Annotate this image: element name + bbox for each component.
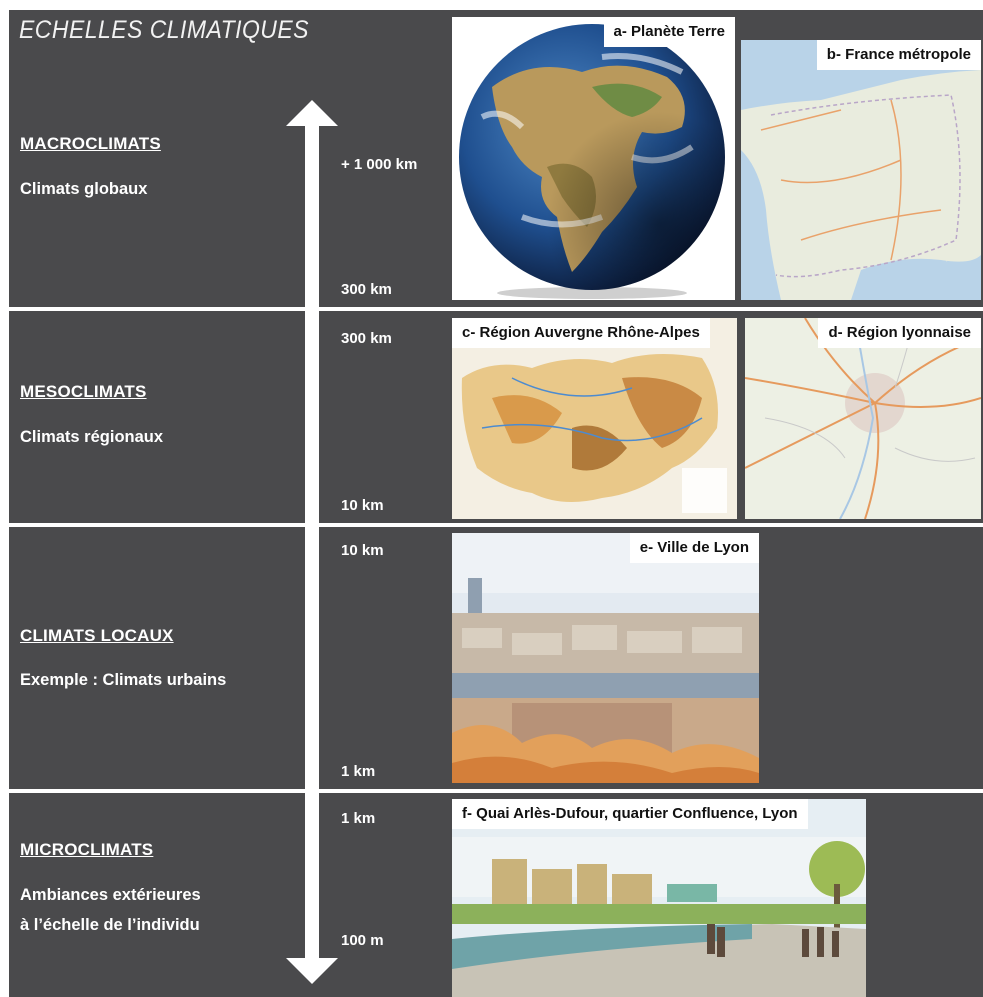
image-caption: d- Région lyonnaise <box>818 318 981 348</box>
arrow-up-icon <box>286 100 338 126</box>
scale-label: 10 km <box>341 542 384 559</box>
image-planete-terre: a- Planète Terre <box>452 17 735 300</box>
city-illustration-icon <box>452 533 759 783</box>
image-quai-arles-dufour: f- Quai Arlès-Dufour, quartier Confluenc… <box>452 799 866 997</box>
image-france-metropole: b- France métropole <box>741 40 981 300</box>
scale-label: + 1 000 km <box>341 156 418 173</box>
scale-label: 1 km <box>341 763 376 780</box>
scale-label: 1 km <box>341 810 376 827</box>
image-caption: c- Région Auvergne Rhône-Alpes <box>452 318 710 348</box>
quay-illustration-icon <box>452 799 866 997</box>
scale-label: 10 km <box>341 497 384 514</box>
image-caption: f- Quai Arlès-Dufour, quartier Confluenc… <box>452 799 808 829</box>
image-caption: a- Planète Terre <box>603 17 735 47</box>
image-region-auvergne-rhone-alpes: c- Région Auvergne Rhône-Alpes <box>452 318 737 519</box>
section-subtitle-mesoclimats: Climats régionaux <box>20 428 164 446</box>
image-region-lyonnaise: d- Région lyonnaise <box>745 318 981 519</box>
france-map-icon <box>741 40 981 300</box>
relief-map-icon <box>452 318 737 519</box>
earth-globe-icon <box>459 24 725 299</box>
section-heading-macroclimats: MACROCLIMATS <box>20 134 161 153</box>
scale-label: 300 km <box>341 281 392 298</box>
arrow-down-icon <box>286 958 338 984</box>
road-map-icon <box>745 318 981 519</box>
section-subtitle-climats-locaux: Exemple : Climats urbains <box>20 671 227 689</box>
section-subtitle-macroclimats: Climats globaux <box>20 180 148 198</box>
scale-label: 100 m <box>341 932 384 949</box>
section-heading-mesoclimats: MESOCLIMATS <box>20 382 147 401</box>
section-subtitle-microclimats-line2: à l’échelle de l’individu <box>20 916 200 934</box>
image-ville-de-lyon: e- Ville de Lyon <box>452 533 759 783</box>
image-caption: e- Ville de Lyon <box>629 533 759 563</box>
image-caption: b- France métropole <box>816 40 981 70</box>
section-subtitle-microclimats-line1: Ambiances extérieures <box>20 886 201 904</box>
section-heading-climats-locaux: CLIMATS LOCAUX <box>20 626 174 645</box>
scale-label: 300 km <box>341 330 392 347</box>
page-title: ECHELLES CLIMATIQUES <box>19 16 309 44</box>
scale-arrow-shaft <box>305 118 319 960</box>
section-heading-microclimats: MICROCLIMATS <box>20 840 154 859</box>
